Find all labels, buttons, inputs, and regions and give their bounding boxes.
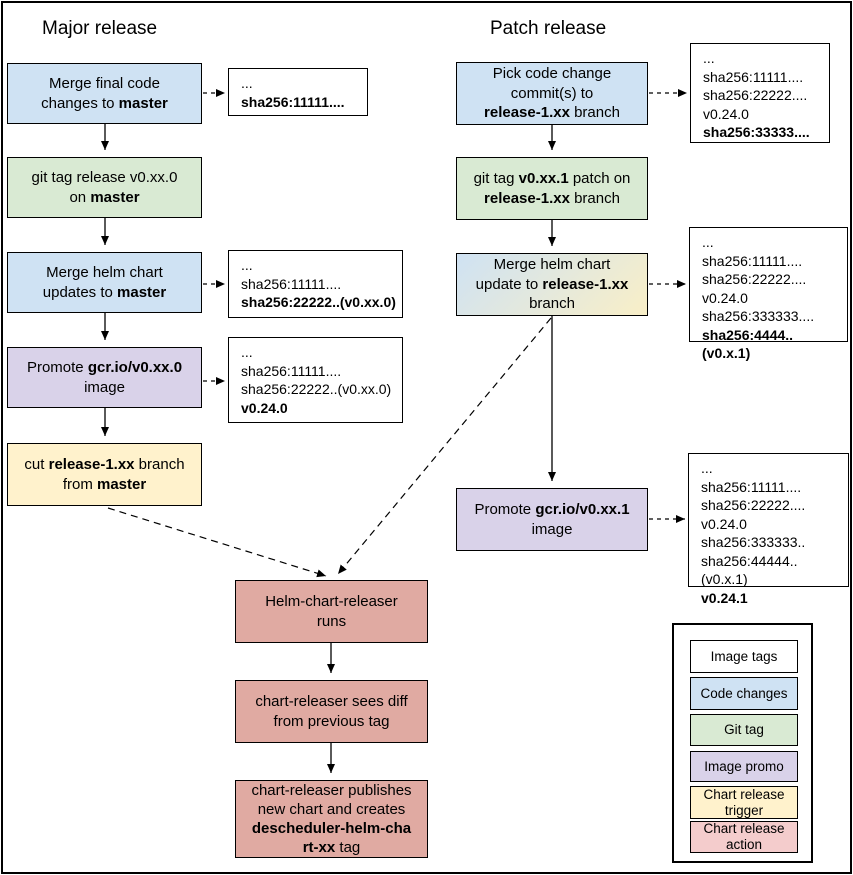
major-release-title: Major release: [42, 18, 158, 39]
sha-box-promote-patch: ...sha256:11111....sha256:22222....v0.24…: [688, 453, 849, 606]
legend-item-image-promo: Image promo: [690, 751, 798, 782]
sha-box-merge-helm-major: ...sha256:11111....sha256:22222..(v0.xx.…: [228, 250, 403, 318]
dashed-arrow-cut-branch-to-helm-runs: [107, 507, 327, 578]
legend-item-image-tags: Image tags: [690, 640, 798, 673]
sha-box-pick-code: ...sha256:11111....sha256:22222....v0.24…: [690, 43, 830, 143]
sha-box-merge-final: ...sha256:11111....: [228, 68, 368, 116]
sha-box-promote-major: ...sha256:11111....sha256:22222..(v0.xx.…: [228, 337, 403, 423]
legend-item-code-changes: Code changes: [690, 677, 798, 710]
legend: Image tags Code changes Git tag Image pr…: [672, 623, 813, 863]
sha-box-merge-helm-patch: ...sha256:11111....sha256:22222....v0.24…: [689, 227, 848, 361]
legend-item-git-tag: Git tag: [690, 714, 798, 746]
patch-release-title: Patch release: [490, 18, 607, 39]
